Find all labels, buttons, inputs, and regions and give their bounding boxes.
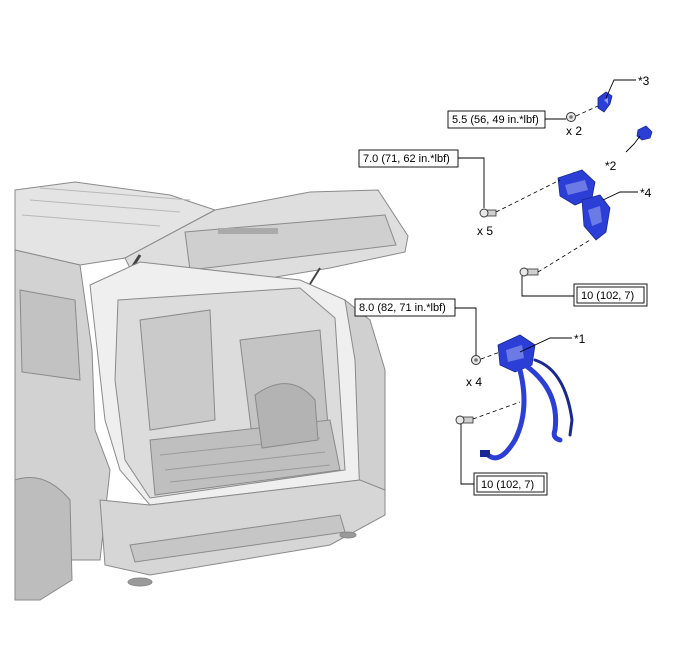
callout-4: *4 — [640, 186, 652, 200]
part-4-bracket — [557, 169, 611, 241]
qty-bracket-bolt: x 5 — [477, 224, 493, 238]
leader-lines — [455, 79, 641, 485]
torque-text-bracket-bolt: 7.0 (71, 62 in.*lbf) — [363, 153, 450, 165]
bolt-bracket-lower — [519, 267, 539, 277]
torque-text-bracket-nut: 5.5 (56, 49 in.*lbf) — [452, 114, 539, 126]
part-1-harness-assembly — [480, 334, 574, 461]
torque-label-bracket-nut: 5.5 (56, 49 in.*lbf) — [447, 110, 546, 129]
torque-label-bracket-bolt: 7.0 (71, 62 in.*lbf) — [358, 149, 459, 168]
callout-2: *2 — [605, 159, 617, 173]
nut-assembly — [471, 355, 481, 365]
torque-label-bracket-lower-bolt: 10 (102, 7) — [573, 283, 648, 307]
qty-assembly-nut: x 4 — [466, 375, 482, 389]
qty-bracket-nut: x 2 — [566, 124, 582, 138]
torque-label-assembly-bolt: 10 (102, 7) — [473, 472, 548, 496]
callout-1: *1 — [574, 332, 586, 346]
bolt-assembly — [455, 415, 474, 425]
assembly-guide-lines — [472, 105, 599, 420]
torque-text-assembly-nut: 8.0 (82, 71 in.*lbf) — [359, 302, 446, 314]
part-3-clip — [597, 91, 613, 113]
nut-bracket — [566, 112, 576, 122]
vehicle-illustration — [14, 181, 409, 601]
bolt-bracket-upper — [479, 208, 497, 218]
torque-label-assembly-nut: 8.0 (82, 71 in.*lbf) — [354, 298, 456, 317]
torque-text-bracket-lower-bolt: 10 (102, 7) — [581, 290, 634, 302]
torque-text-assembly-bolt: 10 (102, 7) — [481, 479, 534, 491]
part-2-connector — [636, 125, 653, 141]
callout-3: *3 — [638, 74, 650, 88]
